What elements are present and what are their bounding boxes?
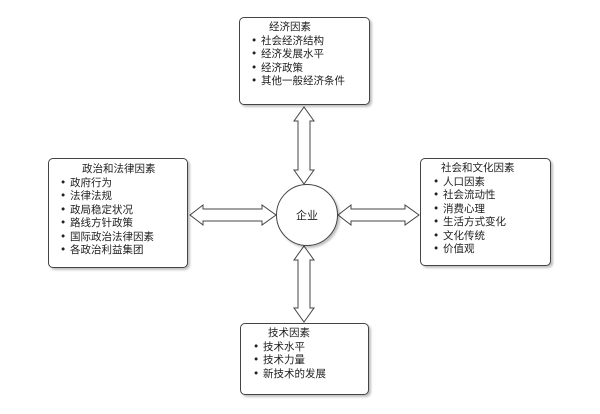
list-item: 价值观 bbox=[433, 243, 550, 257]
list-item: 路线方针政策 bbox=[60, 217, 187, 231]
arrow-center-economic bbox=[293, 106, 315, 185]
list-item: 技术水平 bbox=[253, 341, 368, 355]
arrow-center-political bbox=[189, 203, 277, 227]
social-cultural-factors-title: 社会和文化因素 bbox=[441, 162, 515, 174]
economic-factors-title: 经济因素 bbox=[269, 21, 311, 33]
list-item: 消费心理 bbox=[433, 203, 550, 217]
technology-factors-box: 技术因素 技术水平 技术力量 新技术的发展 bbox=[240, 323, 369, 395]
list-item: 社会流动性 bbox=[433, 189, 550, 203]
social-cultural-factors-box: 社会和文化因素 人口因素 社会流动性 消费心理 生活方式变化 文化传统 价值观 bbox=[420, 158, 551, 266]
list-item: 经济政策 bbox=[251, 62, 369, 76]
economic-factors-list: 社会经济结构 经济发展水平 经济政策 其他一般经济条件 bbox=[251, 35, 369, 89]
social-cultural-factors-list: 人口因素 社会流动性 消费心理 生活方式变化 文化传统 价值观 bbox=[433, 176, 550, 257]
list-item: 人口因素 bbox=[433, 176, 550, 190]
list-item: 政局稳定状况 bbox=[60, 204, 187, 218]
arrow-center-tech bbox=[293, 245, 315, 323]
enterprise-label: 企业 bbox=[296, 209, 318, 222]
list-item: 政府行为 bbox=[60, 177, 187, 191]
arrow-center-social bbox=[337, 203, 420, 227]
technology-factors-list: 技术水平 技术力量 新技术的发展 bbox=[253, 341, 368, 382]
list-item: 社会经济结构 bbox=[251, 35, 369, 49]
political-legal-factors-list: 政府行为 法律法规 政局稳定状况 路线方针政策 国际政治法律因素 各政治利益集团 bbox=[60, 177, 187, 258]
economic-factors-box: 经济因素 社会经济结构 经济发展水平 经济政策 其他一般经济条件 bbox=[239, 17, 370, 105]
list-item: 法律法规 bbox=[60, 190, 187, 204]
list-item: 国际政治法律因素 bbox=[60, 231, 187, 245]
political-legal-factors-box: 政治和法律因素 政府行为 法律法规 政局稳定状况 路线方针政策 国际政治法律因素… bbox=[48, 158, 188, 268]
technology-factors-title: 技术因素 bbox=[268, 327, 310, 339]
political-legal-factors-title: 政治和法律因素 bbox=[82, 163, 156, 175]
list-item: 各政治利益集团 bbox=[60, 244, 187, 258]
enterprise-node: 企业 bbox=[276, 184, 338, 246]
list-item: 其他一般经济条件 bbox=[251, 75, 369, 89]
list-item: 文化传统 bbox=[433, 230, 550, 244]
list-item: 技术力量 bbox=[253, 354, 368, 368]
list-item: 生活方式变化 bbox=[433, 216, 550, 230]
list-item: 经济发展水平 bbox=[251, 48, 369, 62]
list-item: 新技术的发展 bbox=[253, 368, 368, 382]
